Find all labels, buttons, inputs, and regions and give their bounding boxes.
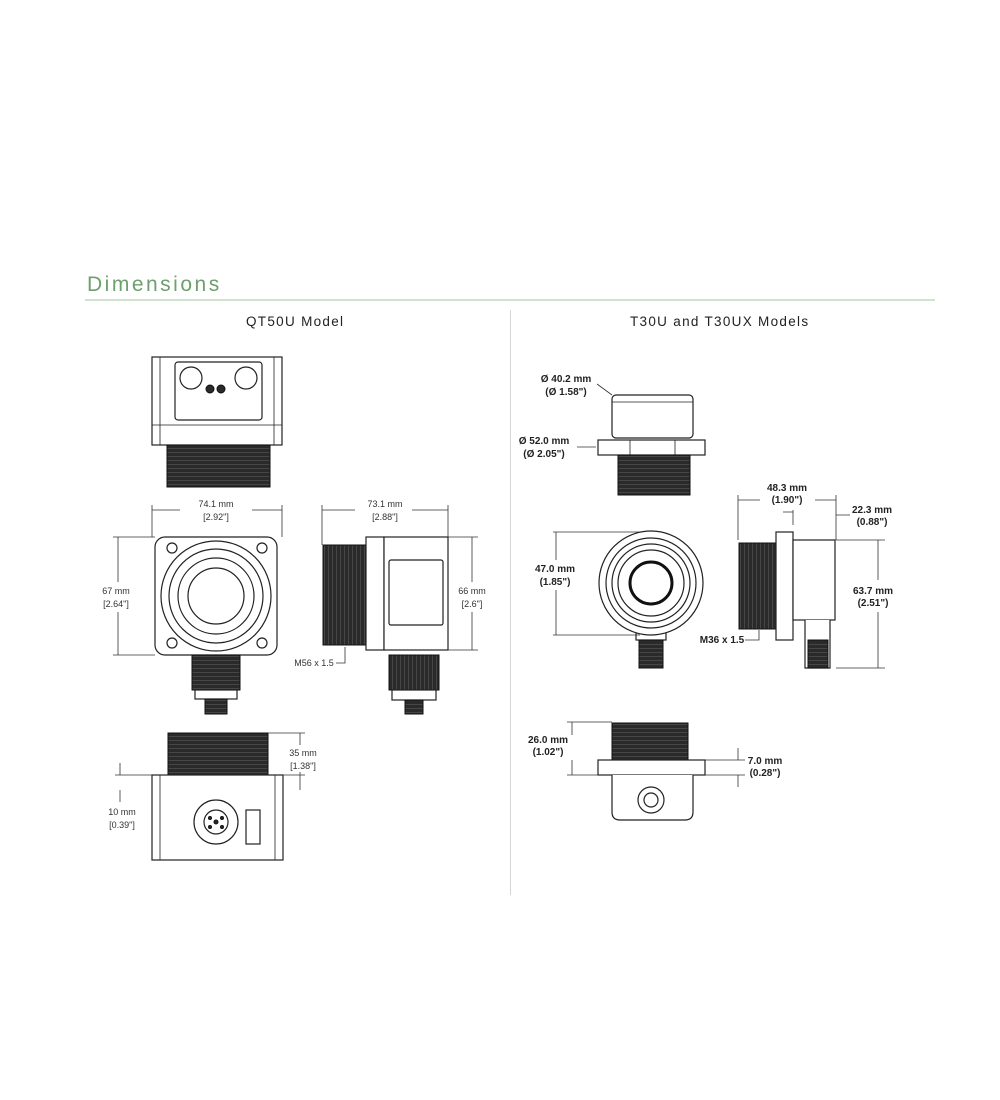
qt50u-depth-mm: 73.1 mm bbox=[367, 499, 402, 509]
t30u-flange-mm: 7.0 mm bbox=[748, 756, 783, 767]
t30u-thread-length-in: (1.02") bbox=[533, 747, 564, 758]
qt50u-flange-in: [0.39"] bbox=[109, 820, 135, 830]
qt50u-top-view bbox=[151, 356, 283, 488]
qt50u-title: QT50U Model bbox=[246, 314, 345, 329]
t30u-body-in: (0.88") bbox=[857, 517, 888, 528]
t30u-front-view: 47.0 mm (1.85") bbox=[535, 530, 704, 669]
t30u-body-mm: 22.3 mm bbox=[852, 505, 892, 516]
t30u-front-height-in: (1.85") bbox=[540, 577, 571, 588]
column-divider bbox=[510, 310, 511, 895]
qt50u-bottom-view: 35 mm [1.38"] 10 mm [0.39"] bbox=[108, 732, 317, 861]
t30u-length-in: (1.90") bbox=[772, 495, 803, 506]
qt50u-depth-in: [2.88"] bbox=[372, 512, 398, 522]
t30u-bottom-view: 26.0 mm (1.02") 7.0 mm (0.28") bbox=[528, 721, 783, 821]
t30u-side-height-in: (2.51") bbox=[858, 598, 889, 609]
qt50u-thread: M56 x 1.5 bbox=[294, 658, 334, 668]
t30u-front-height-mm: 47.0 mm bbox=[535, 564, 575, 575]
qt50u-side-height-mm: 66 mm bbox=[458, 586, 486, 596]
t30u-thread-length-mm: 26.0 mm bbox=[528, 735, 568, 746]
qt50u-width-in: [2.92"] bbox=[203, 512, 229, 522]
qt50u-thread-length-mm: 35 mm bbox=[289, 748, 317, 758]
t30u-side-view: 48.3 mm (1.90") 22.3 mm (0.88") 63.7 mm … bbox=[700, 483, 893, 669]
t30u-cap-dia-mm: Ø 40.2 mm bbox=[541, 374, 592, 385]
t30u-cap-dia-in: (Ø 1.58") bbox=[545, 387, 586, 398]
t30u-flange-dia-mm: Ø 52.0 mm bbox=[519, 436, 570, 447]
qt50u-height-in: [2.64"] bbox=[103, 599, 129, 609]
qt50u-width-mm: 74.1 mm bbox=[198, 499, 233, 509]
t30u-flange-dia-in: (Ø 2.05") bbox=[523, 449, 564, 460]
qt50u-side-view: 73.1 mm [2.88"] 66 mm [2.6"] M56 x 1.5 bbox=[294, 499, 486, 715]
qt50u-height-mm: 67 mm bbox=[102, 586, 130, 596]
t30u-length-mm: 48.3 mm bbox=[767, 483, 807, 494]
qt50u-flange-mm: 10 mm bbox=[108, 807, 136, 817]
t30u-title: T30U and T30UX Models bbox=[630, 314, 810, 329]
t30u-top-view: Ø 40.2 mm (Ø 1.58") Ø 52.0 mm (Ø 2.05") bbox=[519, 374, 706, 496]
t30u-thread: M36 x 1.5 bbox=[700, 635, 745, 646]
t30u-flange-in: (0.28") bbox=[750, 768, 781, 779]
qt50u-side-height-in: [2.6"] bbox=[462, 599, 483, 609]
section-title: Dimensions bbox=[87, 273, 222, 296]
qt50u-thread-length-in: [1.38"] bbox=[290, 761, 316, 771]
qt50u-front-view: 74.1 mm [2.92"] 67 mm [2.64"] bbox=[102, 499, 283, 715]
title-rule bbox=[85, 299, 935, 301]
t30u-side-height-mm: 63.7 mm bbox=[853, 586, 893, 597]
